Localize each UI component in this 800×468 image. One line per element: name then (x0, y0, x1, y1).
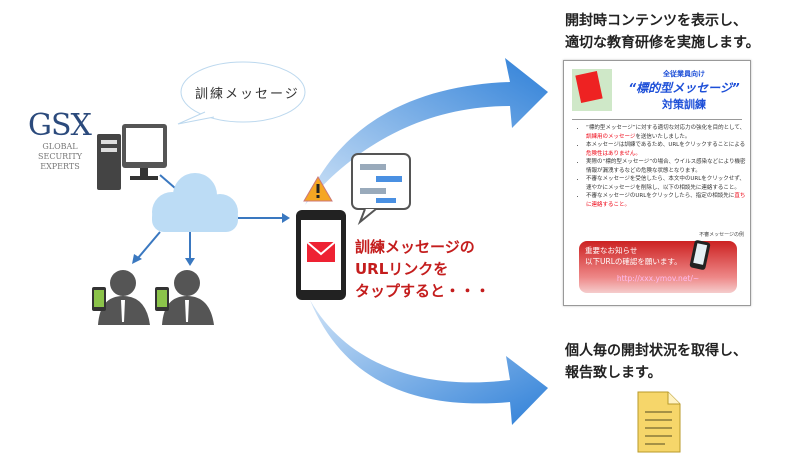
training-content-document: 全従業員向け “標的型メッセージ” 対策訓練 “標的型メッセージ”に対する適切な… (563, 60, 751, 306)
caption-line: URLリンクを (355, 260, 449, 278)
banner-url: http://xxx.ymov.net/~ (616, 274, 700, 283)
arrow-up (305, 58, 548, 205)
doc-bullet: “標的型メッセージ”に対する適切な対応力の強化を目的として、訓練用のメッセージを… (586, 124, 750, 141)
users-icon (92, 270, 214, 325)
doc-bullet: 実際の“標的型メッセージ”の場合、ウイルス感染などにより機密情報が漏洩するなどの… (586, 158, 750, 175)
smartphone-icon (296, 210, 346, 300)
doc-bullets: “標的型メッセージ”に対する適切な対応力の強化を目的として、訓練用のメッセージを… (574, 124, 750, 209)
doc-subtitle: 対策訓練 (662, 98, 706, 111)
logo-line: SECURITY (38, 152, 82, 161)
top-right-text: 開封時コンテンツを表示し、 適切な教育研修を実施します。 (565, 10, 760, 54)
arrow-down (310, 300, 548, 425)
gsx-logo-subtitle: GLOBAL SECURITY EXPERTS (28, 142, 92, 172)
chat-bubble-icon (351, 153, 411, 226)
doc-audience: 全従業員向け (663, 70, 705, 78)
doc-title: “標的型メッセージ” (628, 81, 740, 95)
report-file-icon (637, 391, 681, 453)
document-header: 全従業員向け “標的型メッセージ” 対策訓練 (624, 69, 744, 112)
red-card-icon (572, 69, 612, 111)
cloud-icon (152, 173, 238, 232)
speech-bubble (177, 61, 306, 125)
banner-line: 以下URLの確認を願います。 (585, 257, 682, 266)
example-label: 不審メッセージの例 (699, 232, 744, 238)
doc-bullet: 不審なメッセージのURLをクリックしたら、指定の相談先に直ちに連絡すること。 (586, 192, 750, 209)
gsx-logo: GSX (28, 108, 92, 143)
training-message-label: 訓練メッセージ (195, 87, 300, 102)
bottom-right-text: 個人毎の開封状況を取得し、 報告致します。 (565, 340, 747, 384)
doc-bullet: 不審なメッセージを受信したら、本文中のURLをクリックせず、速やかにメッセージを… (586, 175, 750, 192)
banner-line: 重要なお知らせ (585, 246, 638, 255)
phone-caption: 訓練メッセージの URLリンクを タップすると・・・ (355, 236, 490, 302)
doc-bullet: 本メッセージは訓練であるため、URLをクリックすることによる危険性はありません。 (586, 141, 750, 158)
suspicious-message-banner: 重要なお知らせ 以下URLの確認を願います。 http://xxx.ymov.n… (579, 241, 737, 293)
logo-line: GLOBAL (42, 142, 78, 151)
text-line: 報告致します。 (565, 365, 662, 381)
warning-icon (303, 176, 333, 202)
computer-icon (97, 124, 167, 190)
caption-line: 訓練メッセージの (355, 238, 475, 256)
text-line: 適切な教育研修を実施します。 (565, 35, 760, 51)
text-line: 個人毎の開封状況を取得し、 (565, 343, 747, 359)
caption-line: タップすると・・・ (355, 282, 491, 300)
divider (572, 119, 742, 120)
logo-line: EXPERTS (40, 162, 80, 171)
text-line: 開封時コンテンツを表示し、 (565, 13, 747, 29)
